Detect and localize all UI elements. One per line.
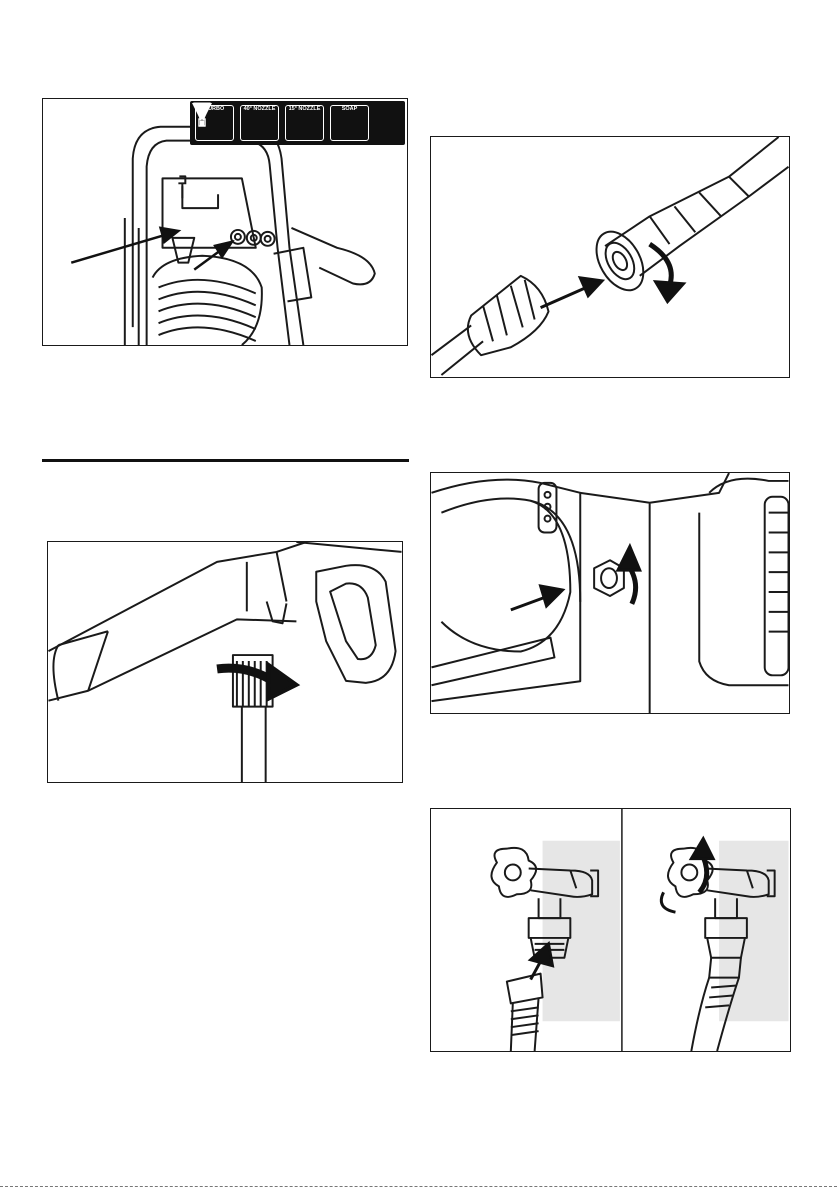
section-divider [42,459,409,462]
nozzle-holder-figure: TURBO 40° NOZZLE 15° NOZZLE SOAP [42,98,408,346]
nozzle-legend: TURBO 40° NOZZLE 15° NOZZLE SOAP [190,101,405,145]
spray-gun-figure [47,541,403,783]
nozzle-label: 15° NOZZLE [289,106,321,113]
soap-spray-icon [190,101,214,127]
nozzle-soap: SOAP [330,105,369,141]
page-bottom-edge [0,1186,837,1187]
nozzle-40-degree: 40° NOZZLE [240,105,279,141]
pump-outlet-figure [430,472,790,714]
pump-outlet-drawing [431,473,789,713]
spray-gun-hose-drawing [48,542,402,782]
nozzle-15-degree: 15° NOZZLE [285,105,324,141]
nozzle-label: SOAP [342,106,358,113]
wand-extension-figure [430,136,790,378]
nozzle-label: 40° NOZZLE [244,106,276,113]
garden-tap-figure [430,808,791,1052]
garden-tap-drawing [431,809,790,1051]
wand-coupling-drawing [431,137,789,377]
